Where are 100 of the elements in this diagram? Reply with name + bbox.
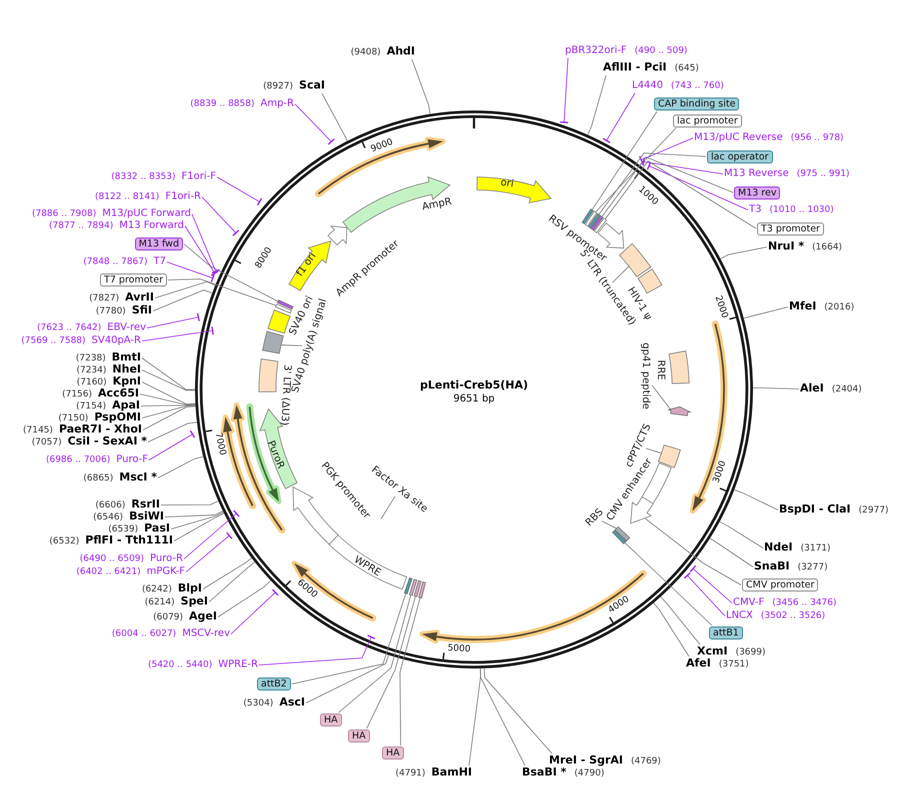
feature-tag: lac operator	[707, 150, 773, 163]
site-position: (7154)	[76, 400, 106, 412]
site-position: (4790)	[574, 768, 604, 780]
primer-name: L4440	[632, 80, 664, 92]
site-position: (2977)	[858, 504, 889, 516]
enzyme-name: SfiI	[132, 304, 152, 316]
feature-tag: CMV promoter	[742, 578, 818, 592]
feature-label: f1 ori	[295, 250, 320, 280]
primer-name: T3	[749, 204, 762, 216]
feature-label: ori	[500, 177, 514, 191]
site-position: (7057)	[32, 436, 62, 448]
primer-position: (1010 .. 1030)	[769, 204, 834, 216]
enzyme-name: BsaBI *	[522, 766, 566, 778]
leader-line	[184, 226, 219, 276]
feature-mark	[404, 577, 413, 594]
feature-tag: M13 fwd	[134, 238, 183, 250]
primer-name: F1ori-F	[182, 171, 216, 183]
primer-name: M13 Forward	[119, 220, 184, 232]
feature-mark	[409, 578, 418, 596]
leader-line	[142, 326, 214, 342]
leader-line	[338, 594, 412, 713]
leader-line	[258, 634, 376, 666]
leader-line	[602, 156, 734, 218]
primer-position: (975 .. 991)	[796, 168, 850, 180]
feature-tag: HA	[382, 746, 404, 760]
leader-line	[653, 602, 690, 657]
site-position: (7827)	[89, 292, 120, 304]
tick-label: 2000	[712, 294, 729, 320]
leader-line	[642, 157, 724, 174]
site-position: (3277)	[798, 562, 828, 574]
site-position: (6546)	[93, 512, 124, 524]
leader-line	[734, 489, 778, 510]
site-position: (9408)	[350, 46, 381, 58]
leader-line	[294, 104, 335, 146]
primer-name: M13 Reverse	[724, 168, 789, 180]
leader-line	[306, 654, 389, 704]
leader-line	[142, 358, 196, 390]
feature-box	[262, 330, 284, 354]
leader-line	[468, 668, 481, 766]
site-position: (7150)	[58, 412, 88, 424]
feature-mark	[418, 581, 426, 598]
site-position: (2404)	[832, 384, 862, 396]
feature-box	[619, 243, 652, 278]
primer-position: (6986 .. 7006)	[46, 454, 110, 466]
leader-line	[142, 370, 196, 391]
leader-line	[140, 404, 196, 406]
leader-line	[208, 562, 256, 602]
feature-tag: attB2	[257, 678, 291, 690]
primer-position: (8332 .. 8353)	[111, 171, 176, 183]
enzyme-name: MscI *	[119, 472, 157, 484]
primer-name: pBR322ori-F	[565, 45, 627, 57]
primer-name: M13/pUC Forward	[102, 208, 191, 220]
feature-segment	[668, 406, 692, 416]
leader-line	[142, 382, 196, 405]
leader-line	[752, 387, 800, 390]
leader-line	[604, 160, 756, 229]
primer-name: Puro-F	[116, 454, 148, 466]
site-position: (3171)	[800, 542, 831, 554]
leader-line	[400, 597, 421, 746]
leader-line	[366, 596, 416, 729]
primer-name: Amp-R	[260, 98, 294, 110]
enzyme-name: PflFI - Tth111I	[85, 534, 173, 546]
enzyme-name: NheI	[112, 364, 141, 376]
primer-position: (743 .. 760)	[671, 80, 724, 92]
site-position: (6242)	[142, 584, 172, 596]
feature-tag: HA	[348, 730, 370, 742]
leader-line	[168, 278, 276, 306]
leader-line	[164, 510, 224, 518]
enzyme-name: AleI	[800, 382, 824, 394]
enzyme-name: MfeI	[789, 300, 816, 312]
leader-line	[652, 384, 672, 410]
enzyme-name: NruI *	[768, 240, 804, 252]
leader-line	[184, 244, 278, 302]
leader-line	[184, 510, 240, 560]
enzyme-name: BmtI	[112, 352, 141, 364]
leader-line	[484, 668, 552, 754]
primer-name: M13/pUC Reverse	[694, 132, 783, 144]
site-position: (5304)	[243, 698, 274, 710]
primer-name: MSCV-rev	[182, 628, 230, 640]
enzyme-name: BspDI - ClaI	[779, 504, 851, 516]
leader-line	[148, 422, 198, 442]
leader-line	[186, 532, 233, 572]
feature-tag: T7 promoter	[100, 274, 167, 286]
leader-line	[646, 448, 662, 454]
enzyme-name: MreI - SgrAI	[549, 754, 623, 766]
primer-position: (3456 .. 3476)	[772, 597, 837, 609]
leader-line	[152, 290, 213, 312]
enzyme-name: AgeI	[189, 610, 217, 622]
feature-label: gp41 peptide	[638, 342, 650, 409]
primer-name: mPGK-F	[146, 566, 185, 578]
primer-name: LNCX	[726, 610, 753, 622]
primer-name: CMV-F	[733, 597, 764, 609]
feature-tag: M13 rev	[734, 186, 780, 199]
leader-line	[660, 596, 700, 645]
enzyme-name: PaeR7I - XhoI	[58, 424, 142, 436]
enzyme-name: RsrII	[131, 498, 160, 510]
enzyme-name: XcmI	[697, 646, 728, 658]
tick-label: 9000	[369, 138, 394, 156]
feature-label: RRE	[654, 360, 666, 380]
leader-line	[146, 312, 200, 328]
